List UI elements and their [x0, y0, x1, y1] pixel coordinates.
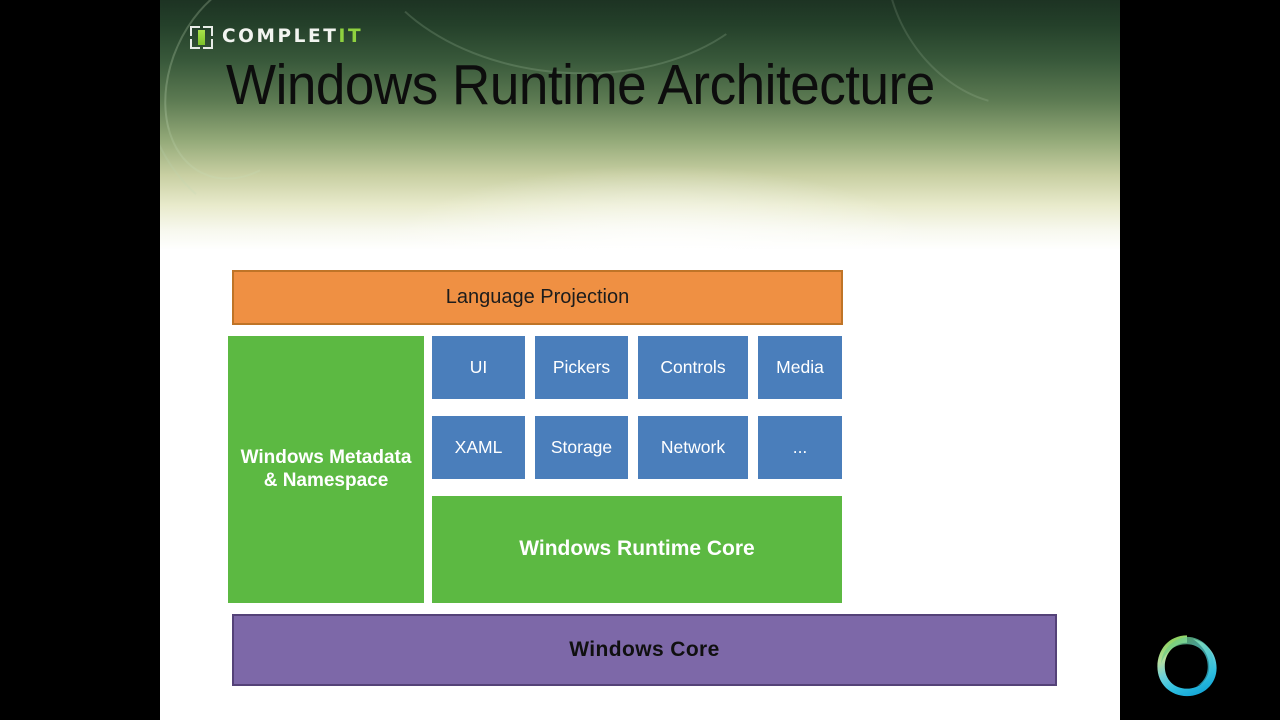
diagram-block-windows-core: Windows Core: [232, 614, 1057, 686]
completit-bracket-frame-icon: [190, 26, 213, 49]
diagram-block-windows-metadata-namespace: Windows Metadata & Namespace: [228, 336, 424, 603]
presentation-slide: COMPLETIT Windows Runtime Architecture L…: [160, 0, 1120, 720]
diagram-cell-xaml: XAML: [432, 416, 525, 479]
brand-wordmark-primary: COMPLET: [222, 26, 339, 47]
slide-header-band: [160, 0, 1120, 250]
diagram-cell-storage: Storage: [535, 416, 628, 479]
ring-swirl-logo-icon: [1157, 635, 1217, 697]
diagram-cell-ui: UI: [432, 336, 525, 399]
brand-wordmark-accent: IT: [338, 26, 364, 47]
page-title: Windows Runtime Architecture: [226, 53, 935, 117]
diagram-block-windows-runtime-core: Windows Runtime Core: [432, 496, 842, 603]
brand-logo: COMPLETIT: [190, 26, 363, 49]
diagram-cell-media: Media: [758, 336, 842, 399]
brand-wordmark: COMPLETIT: [222, 26, 364, 47]
architecture-diagram: Language Projection Windows Metadata & N…: [160, 0, 1120, 720]
diagram-cell-network: Network: [638, 416, 748, 479]
diagram-cell-ellipsis: ...: [758, 416, 842, 479]
diagram-cell-controls: Controls: [638, 336, 748, 399]
diagram-block-language-projection: Language Projection: [232, 270, 843, 325]
diagram-cell-pickers: Pickers: [535, 336, 628, 399]
